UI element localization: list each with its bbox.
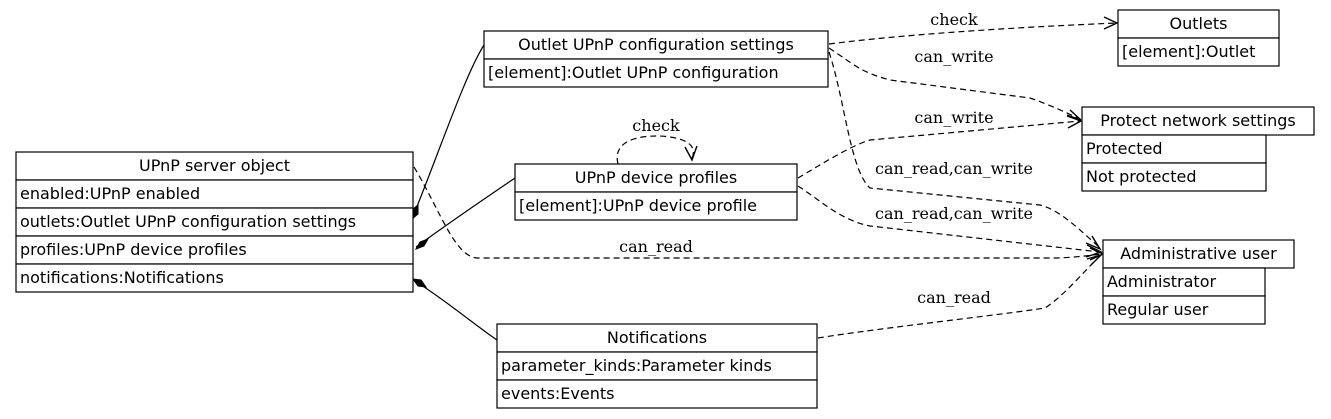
edge-device-profiles-admin <box>797 185 1101 253</box>
edge-server-admin-user <box>413 166 1103 259</box>
edge-label: can_write <box>914 47 993 66</box>
edge-notifications-admin <box>817 255 1101 339</box>
class-node-protect-network-settings: Protect network settings Protected Not p… <box>1081 106 1315 192</box>
edge-server-device-profiles <box>415 177 516 248</box>
edges: can_read check can_write can_read,can_wr… <box>411 10 1119 341</box>
class-node-upnp-server-object: UPnP server object enabled:UPnP enabled … <box>15 151 414 293</box>
edge-label: can_read,can_write <box>875 204 1033 223</box>
class-attribute: events:Events <box>501 384 614 403</box>
arrowhead-icon <box>1086 253 1104 266</box>
class-attribute: enabled:UPnP enabled <box>20 184 200 203</box>
class-attribute: outlets:Outlet UPnP configuration settin… <box>20 212 356 231</box>
class-attribute: parameter_kinds:Parameter kinds <box>501 356 772 376</box>
class-attribute: notifications:Notifications <box>20 268 224 287</box>
class-title: Protect network settings <box>1100 111 1296 130</box>
enum-value: Regular user <box>1107 300 1209 319</box>
class-attribute: [element]:Outlet UPnP configuration <box>488 63 779 82</box>
arrowhead-icon <box>1103 16 1119 30</box>
arrowhead-icon <box>1085 235 1102 251</box>
class-title: Administrative user <box>1120 244 1277 263</box>
class-title: UPnP server object <box>139 156 290 175</box>
class-attribute: [element]:Outlet <box>1122 42 1255 61</box>
edge-server-notifications <box>417 282 498 341</box>
class-attribute: profiles:UPnP device profiles <box>20 240 247 259</box>
edge-outlet-config-outlets <box>828 22 1118 45</box>
enum-value: Administrator <box>1107 272 1216 291</box>
enum-value: Not protected <box>1086 167 1196 186</box>
class-node-notifications: Notifications parameter_kinds:Parameter … <box>496 323 818 409</box>
edge-device-profiles-protect <box>797 120 1081 179</box>
arrowhead-icon <box>1066 115 1083 129</box>
class-attribute: [element]:UPnP device profile <box>519 196 757 215</box>
edge-outlet-config-protect <box>828 47 1081 120</box>
edge-outlet-config-admin <box>828 51 1101 249</box>
class-node-outlet-upnp-configuration-settings: Outlet UPnP configuration settings [elem… <box>483 30 829 88</box>
edge-device-profiles-self <box>616 135 694 165</box>
edge-label: check <box>930 10 978 29</box>
class-title: UPnP device profiles <box>575 168 737 187</box>
class-node-administrative-user: Administrative user Administrator Regula… <box>1102 239 1295 325</box>
arrowhead-icon <box>1085 244 1103 258</box>
arrowhead-icon <box>1066 109 1082 121</box>
class-node-outlets: Outlets [element]:Outlet <box>1117 9 1280 67</box>
edge-label: can_read <box>619 237 693 256</box>
class-node-upnp-device-profiles: UPnP device profiles [element]:UPnP devi… <box>514 163 798 221</box>
edge-label: check <box>632 116 680 135</box>
composition-diamond-icon <box>411 278 428 288</box>
edge-label: can_write <box>914 108 993 127</box>
edge-server-outlet-config <box>411 44 485 220</box>
class-title: Outlet UPnP configuration settings <box>518 35 794 54</box>
arrowhead-icon <box>684 145 698 162</box>
enum-value: Protected <box>1086 139 1163 158</box>
class-title: Notifications <box>607 328 707 347</box>
class-title: Outlets <box>1170 14 1228 33</box>
composition-diamond-icon <box>414 238 430 250</box>
edge-label: can_read <box>917 288 991 307</box>
edge-label: can_read,can_write <box>875 159 1033 178</box>
